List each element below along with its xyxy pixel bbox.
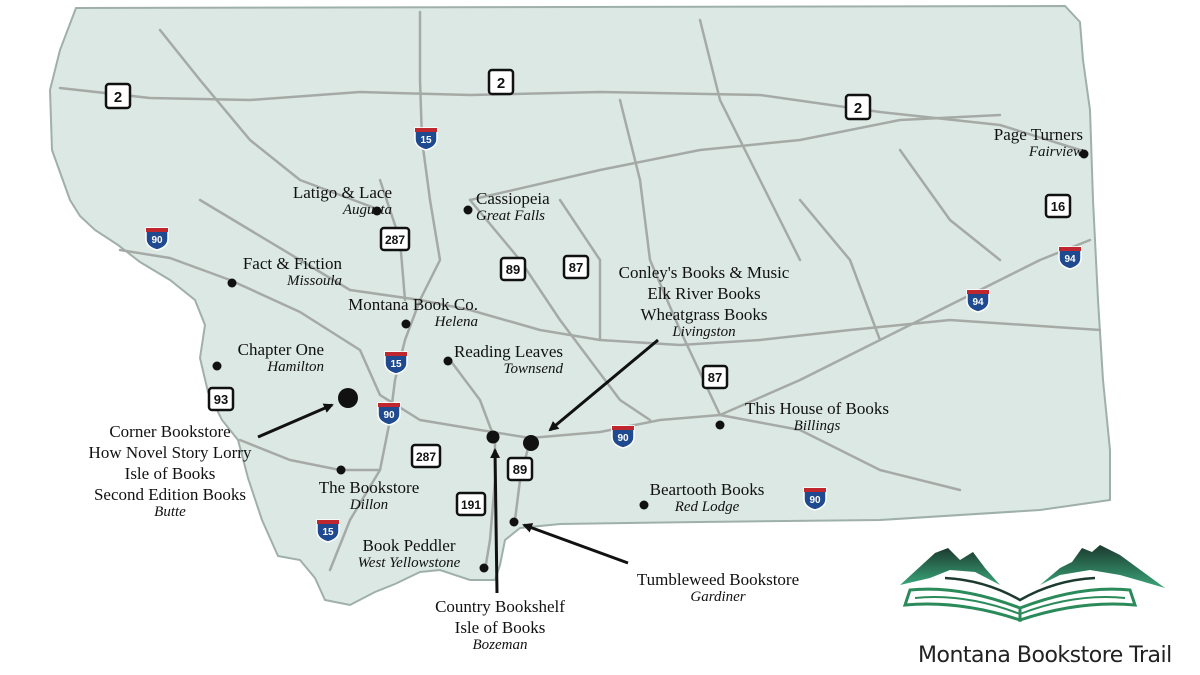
- i-94-label: 94: [972, 297, 984, 308]
- us-2-shield-east: 2: [844, 93, 872, 121]
- i-90-label: 90: [151, 235, 163, 246]
- i-15-label: 15: [420, 135, 432, 146]
- marker-bozeman: [486, 430, 500, 444]
- store-label-missoula: Fact & Fiction Missoula: [242, 254, 342, 289]
- marker-gardiner: [509, 517, 519, 527]
- marker-butte: [338, 388, 358, 408]
- marker-hamilton: [212, 361, 222, 371]
- logo-title: Montana Bookstore Trail: [918, 643, 1172, 668]
- us-287-shield-south: 287: [410, 443, 442, 469]
- i-94-shield-east: 94: [1058, 246, 1082, 270]
- us-89-label: 89: [506, 262, 520, 277]
- i-90-shield-east: 90: [803, 487, 827, 511]
- us-287-label: 287: [416, 450, 436, 464]
- marker-augusta: [372, 206, 382, 216]
- i-15-label: 15: [390, 359, 402, 370]
- us-191-label: 191: [461, 498, 481, 512]
- us-89-label: 89: [513, 462, 527, 477]
- us-287-shield-north: 287: [379, 226, 411, 252]
- i-94-label: 94: [1064, 254, 1076, 265]
- i-15-shield-helena: 15: [384, 351, 408, 375]
- us-89-shield-south: 89: [506, 456, 534, 482]
- us-191-shield: 191: [455, 491, 487, 517]
- store-label-augusta: Latigo & Lace Augusta: [292, 183, 392, 218]
- arrow-bozeman: [490, 448, 501, 594]
- arrow-livingston: [548, 338, 659, 432]
- marker-great-falls: [463, 205, 473, 215]
- marker-billings: [715, 420, 725, 430]
- us-93-label: 93: [214, 392, 228, 407]
- i-94-shield-central: 94: [966, 289, 990, 313]
- pointer-arrows: [257, 338, 659, 594]
- i-90-label: 90: [383, 410, 395, 421]
- us-2-shield-west: 2: [104, 82, 132, 110]
- logo-graphic: [900, 545, 1165, 623]
- us-2-label: 2: [497, 75, 505, 92]
- roads: [58, 10, 1102, 572]
- us-87-label: 87: [569, 260, 583, 275]
- marker-livingston: [523, 435, 539, 451]
- store-label-hamilton: Chapter One Hamilton: [237, 340, 324, 375]
- us-89-shield-north: 89: [499, 256, 527, 282]
- logo-mountains-left: [900, 548, 1000, 585]
- us-2-label: 2: [114, 89, 122, 106]
- i-90-label: 90: [617, 433, 629, 444]
- store-label-west-yellowstone: Book Peddler West Yellowstone: [357, 536, 461, 571]
- i-90-shield-west: 90: [145, 227, 169, 251]
- marker-helena: [401, 319, 411, 329]
- i-90-label: 90: [809, 495, 821, 506]
- i-15-label: 15: [322, 527, 334, 538]
- marker-dillon: [336, 465, 346, 475]
- store-label-billings: This House of Books Billings: [744, 399, 890, 434]
- us-87-label: 87: [708, 370, 722, 385]
- marker-townsend: [443, 356, 453, 366]
- us-2-label: 2: [854, 100, 862, 117]
- marker-missoula: [227, 278, 237, 288]
- logo-mountains-right: [1040, 545, 1165, 588]
- us-2-shield-central: 2: [487, 68, 515, 96]
- marker-fairview: [1079, 149, 1089, 159]
- us-87-shield-south: 87: [701, 364, 729, 390]
- store-label-dillon: The Bookstore Dillon: [318, 478, 420, 513]
- us-287-label: 287: [385, 233, 405, 247]
- i-15-shield-north: 15: [414, 127, 438, 151]
- mt-16-label: 16: [1051, 199, 1065, 214]
- store-label-bozeman: Country Bookshelf Isle of Books Bozeman: [435, 597, 565, 653]
- store-label-gardiner: Tumbleweed Bookstore Gardiner: [636, 570, 800, 605]
- us-93-shield: 93: [207, 386, 235, 412]
- logo-book-pages-left: [902, 587, 1022, 623]
- store-label-livingston: Conley's Books & Music Elk River Books W…: [618, 263, 790, 340]
- i-90-shield-butte: 90: [377, 402, 401, 426]
- logo-book-pages-right: [1018, 587, 1138, 623]
- arrow-butte: [257, 403, 334, 439]
- us-87-shield-north: 87: [562, 254, 590, 280]
- store-label-townsend: Reading Leaves Townsend: [453, 342, 563, 377]
- store-label-helena: Montana Book Co. Helena: [348, 295, 478, 330]
- store-label-fairview: Page Turners Fairview: [993, 125, 1083, 160]
- state-outline: [48, 4, 1111, 607]
- i-15-shield-south: 15: [316, 519, 340, 543]
- store-label-butte: Corner Bookstore How Novel Story Lorry I…: [88, 422, 252, 520]
- mt-16-shield: 16: [1044, 193, 1072, 219]
- marker-red-lodge: [639, 500, 649, 510]
- i-90-shield-central: 90: [611, 425, 635, 449]
- store-label-great-falls: Cassiopeia Great Falls: [476, 189, 550, 224]
- store-label-red-lodge: Beartooth Books Red Lodge: [649, 480, 765, 515]
- store-markers: [212, 149, 1089, 573]
- marker-west-yellowstone: [479, 563, 489, 573]
- arrow-gardiner: [522, 523, 629, 565]
